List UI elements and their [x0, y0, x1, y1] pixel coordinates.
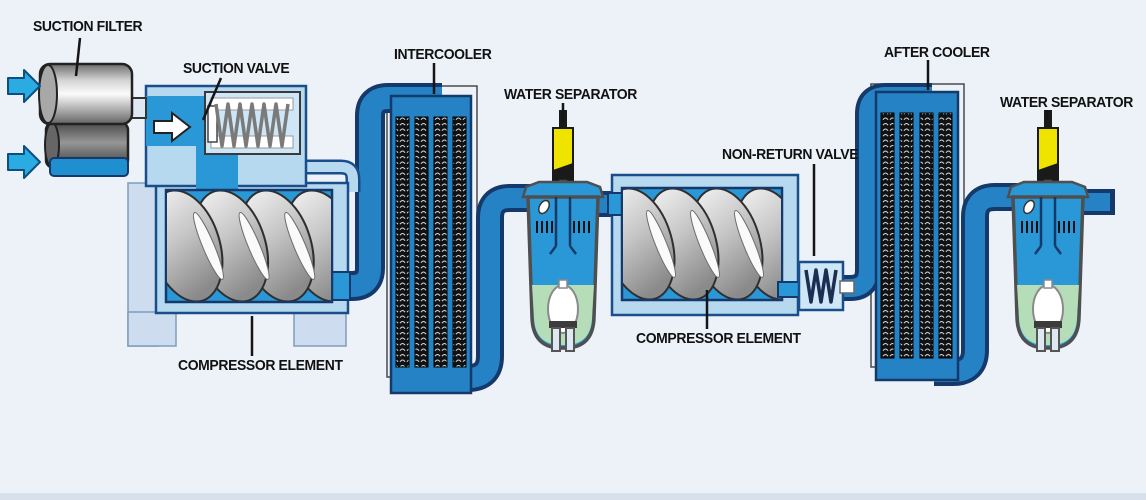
bottom-strip — [0, 493, 1146, 500]
compressor-stage-1 — [7, 62, 351, 347]
compressor-stage-2 — [607, 173, 855, 317]
suction-filter — [38, 62, 147, 177]
cooler-tube — [919, 112, 934, 359]
cooler-tube — [433, 116, 448, 368]
valve-stem — [839, 280, 855, 294]
after-cooler — [874, 90, 960, 382]
intercooler — [389, 94, 473, 395]
mount-foot — [293, 311, 347, 347]
label-suction-filter: SUCTION FILTER — [33, 18, 143, 35]
label-compressor-element-2: COMPRESSOR ELEMENT — [636, 330, 801, 347]
valve-plate — [207, 105, 218, 143]
label-water-separator-2: WATER SEPARATOR — [1000, 94, 1133, 111]
label-after-cooler: AFTER COOLER — [884, 44, 990, 61]
filter-base — [49, 157, 129, 177]
label-suction-valve: SUCTION VALVE — [183, 60, 290, 77]
inlet-arrow-icon — [7, 69, 41, 103]
label-compressor-element-1: COMPRESSOR ELEMENT — [178, 357, 343, 374]
mount-foot — [127, 311, 177, 347]
valve-spring — [214, 102, 290, 148]
cooler-tube — [452, 116, 467, 368]
cooler-tube — [880, 112, 895, 359]
cooler-tube — [899, 112, 914, 359]
cooler-tube — [938, 112, 953, 359]
label-intercooler: INTERCOOLER — [394, 46, 492, 63]
label-non-return-valve: NON-RETURN VALVE — [722, 146, 859, 163]
flow-arrow-icon — [153, 110, 192, 144]
suction-valve — [204, 91, 301, 155]
leader-lines — [74, 37, 1049, 356]
inlet-arrow-icon — [7, 145, 41, 179]
cooler-tube — [395, 116, 410, 368]
label-water-separator-1: WATER SEPARATOR — [504, 86, 637, 103]
non-return-valve — [797, 260, 855, 312]
valve-spring — [804, 268, 838, 304]
cooler-tube — [414, 116, 429, 368]
